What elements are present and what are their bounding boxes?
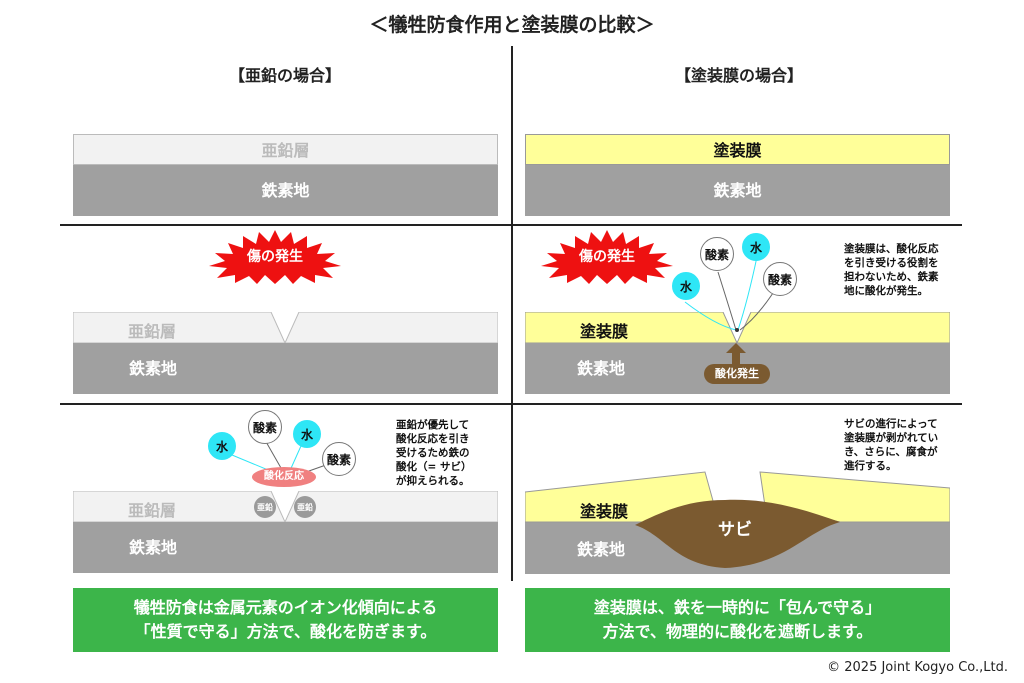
coating-layer-label-scratched: 塗装膜 bbox=[580, 322, 629, 341]
water-molecule-1: 水 bbox=[742, 233, 770, 261]
damage-burst-right bbox=[541, 230, 673, 284]
coating-layer-scratched bbox=[525, 312, 950, 343]
oxidation-arrow bbox=[726, 343, 746, 365]
zinc-layer-label-scratched: 亜鉛層 bbox=[128, 322, 177, 341]
rust-label: サビ bbox=[718, 520, 752, 540]
diagram-title: ＜犠牲防食作用と塗装膜の比較＞ bbox=[369, 14, 655, 36]
zinc-layer-label-sacrificial: 亜鉛層 bbox=[128, 501, 177, 520]
oxidation-occurs-badge: 酸化発生 bbox=[704, 364, 770, 384]
rust-progression-diagram bbox=[525, 471, 950, 574]
coating-layer-label-rust: 塗装膜 bbox=[580, 502, 629, 521]
zinc-layer-intact: 亜鉛層 bbox=[73, 134, 498, 165]
iron-base-label-rust: 鉄素地 bbox=[577, 540, 626, 559]
summary-sacrificial-protection: 犠牲防食は金属元素のイオン化傾向による 「性質で守る」方法で、酸化を防ぎます。 bbox=[73, 588, 498, 652]
coating-column-heading: 【塗装膜の場合】 bbox=[674, 66, 803, 85]
iron-base-sacrificial: 鉄素地 bbox=[73, 522, 498, 573]
zinc-layer-scratched bbox=[73, 312, 498, 343]
oxidation-reaction-badge: 酸化反応 bbox=[252, 467, 316, 487]
zinc-column-heading: 【亜鉛の場合】 bbox=[228, 66, 341, 85]
zinc-ion-1: 亜鉛 bbox=[254, 496, 276, 518]
iron-base-intact-left: 鉄素地 bbox=[73, 165, 498, 216]
oxygen-molecule-3: 酸素 bbox=[248, 410, 282, 444]
column-divider bbox=[511, 46, 513, 581]
damage-burst-left bbox=[209, 230, 341, 284]
oxygen-molecule-1: 酸素 bbox=[700, 237, 734, 271]
zinc-layer-sacrificial bbox=[73, 491, 498, 522]
water-molecule-4: 水 bbox=[208, 432, 236, 460]
iron-base-intact-right: 鉄素地 bbox=[525, 165, 950, 216]
water-molecule-3: 水 bbox=[293, 420, 321, 448]
copyright-notice: © 2025 Joint Kogyo Co.,Ltd. bbox=[827, 660, 1008, 675]
row-divider-1 bbox=[60, 224, 962, 226]
water-molecule-2: 水 bbox=[672, 272, 700, 300]
coating-layer-intact: 塗装膜 bbox=[525, 134, 950, 165]
oxygen-molecule-2: 酸素 bbox=[763, 262, 797, 296]
row-divider-2 bbox=[60, 403, 962, 405]
oxygen-molecule-4: 酸素 bbox=[322, 442, 356, 476]
damage-label-right: 傷の発生 bbox=[579, 249, 635, 265]
coating-rust-note: サビの進行によって 塗装膜が剥がれてい き、さらに、腐食が 進行する。 bbox=[844, 418, 939, 472]
coating-damage-note: 塗装膜は、酸化反応 を引き受ける役割を 担わないため、鉄素 地に酸化が発生。 bbox=[844, 243, 939, 297]
summary-coating-protection: 塗装膜は、鉄を一時的に「包んで守る」 方法で、物理的に酸化を遮断します。 bbox=[525, 588, 950, 652]
zinc-ion-2: 亜鉛 bbox=[294, 496, 316, 518]
iron-base-scratched-left: 鉄素地 bbox=[73, 343, 498, 394]
damage-label-left: 傷の発生 bbox=[247, 249, 303, 265]
zinc-sacrifice-note: 亜鉛が優先して 酸化反応を引き 受けるため鉄の 酸化（= サビ） が抑えられる。 bbox=[396, 419, 472, 487]
